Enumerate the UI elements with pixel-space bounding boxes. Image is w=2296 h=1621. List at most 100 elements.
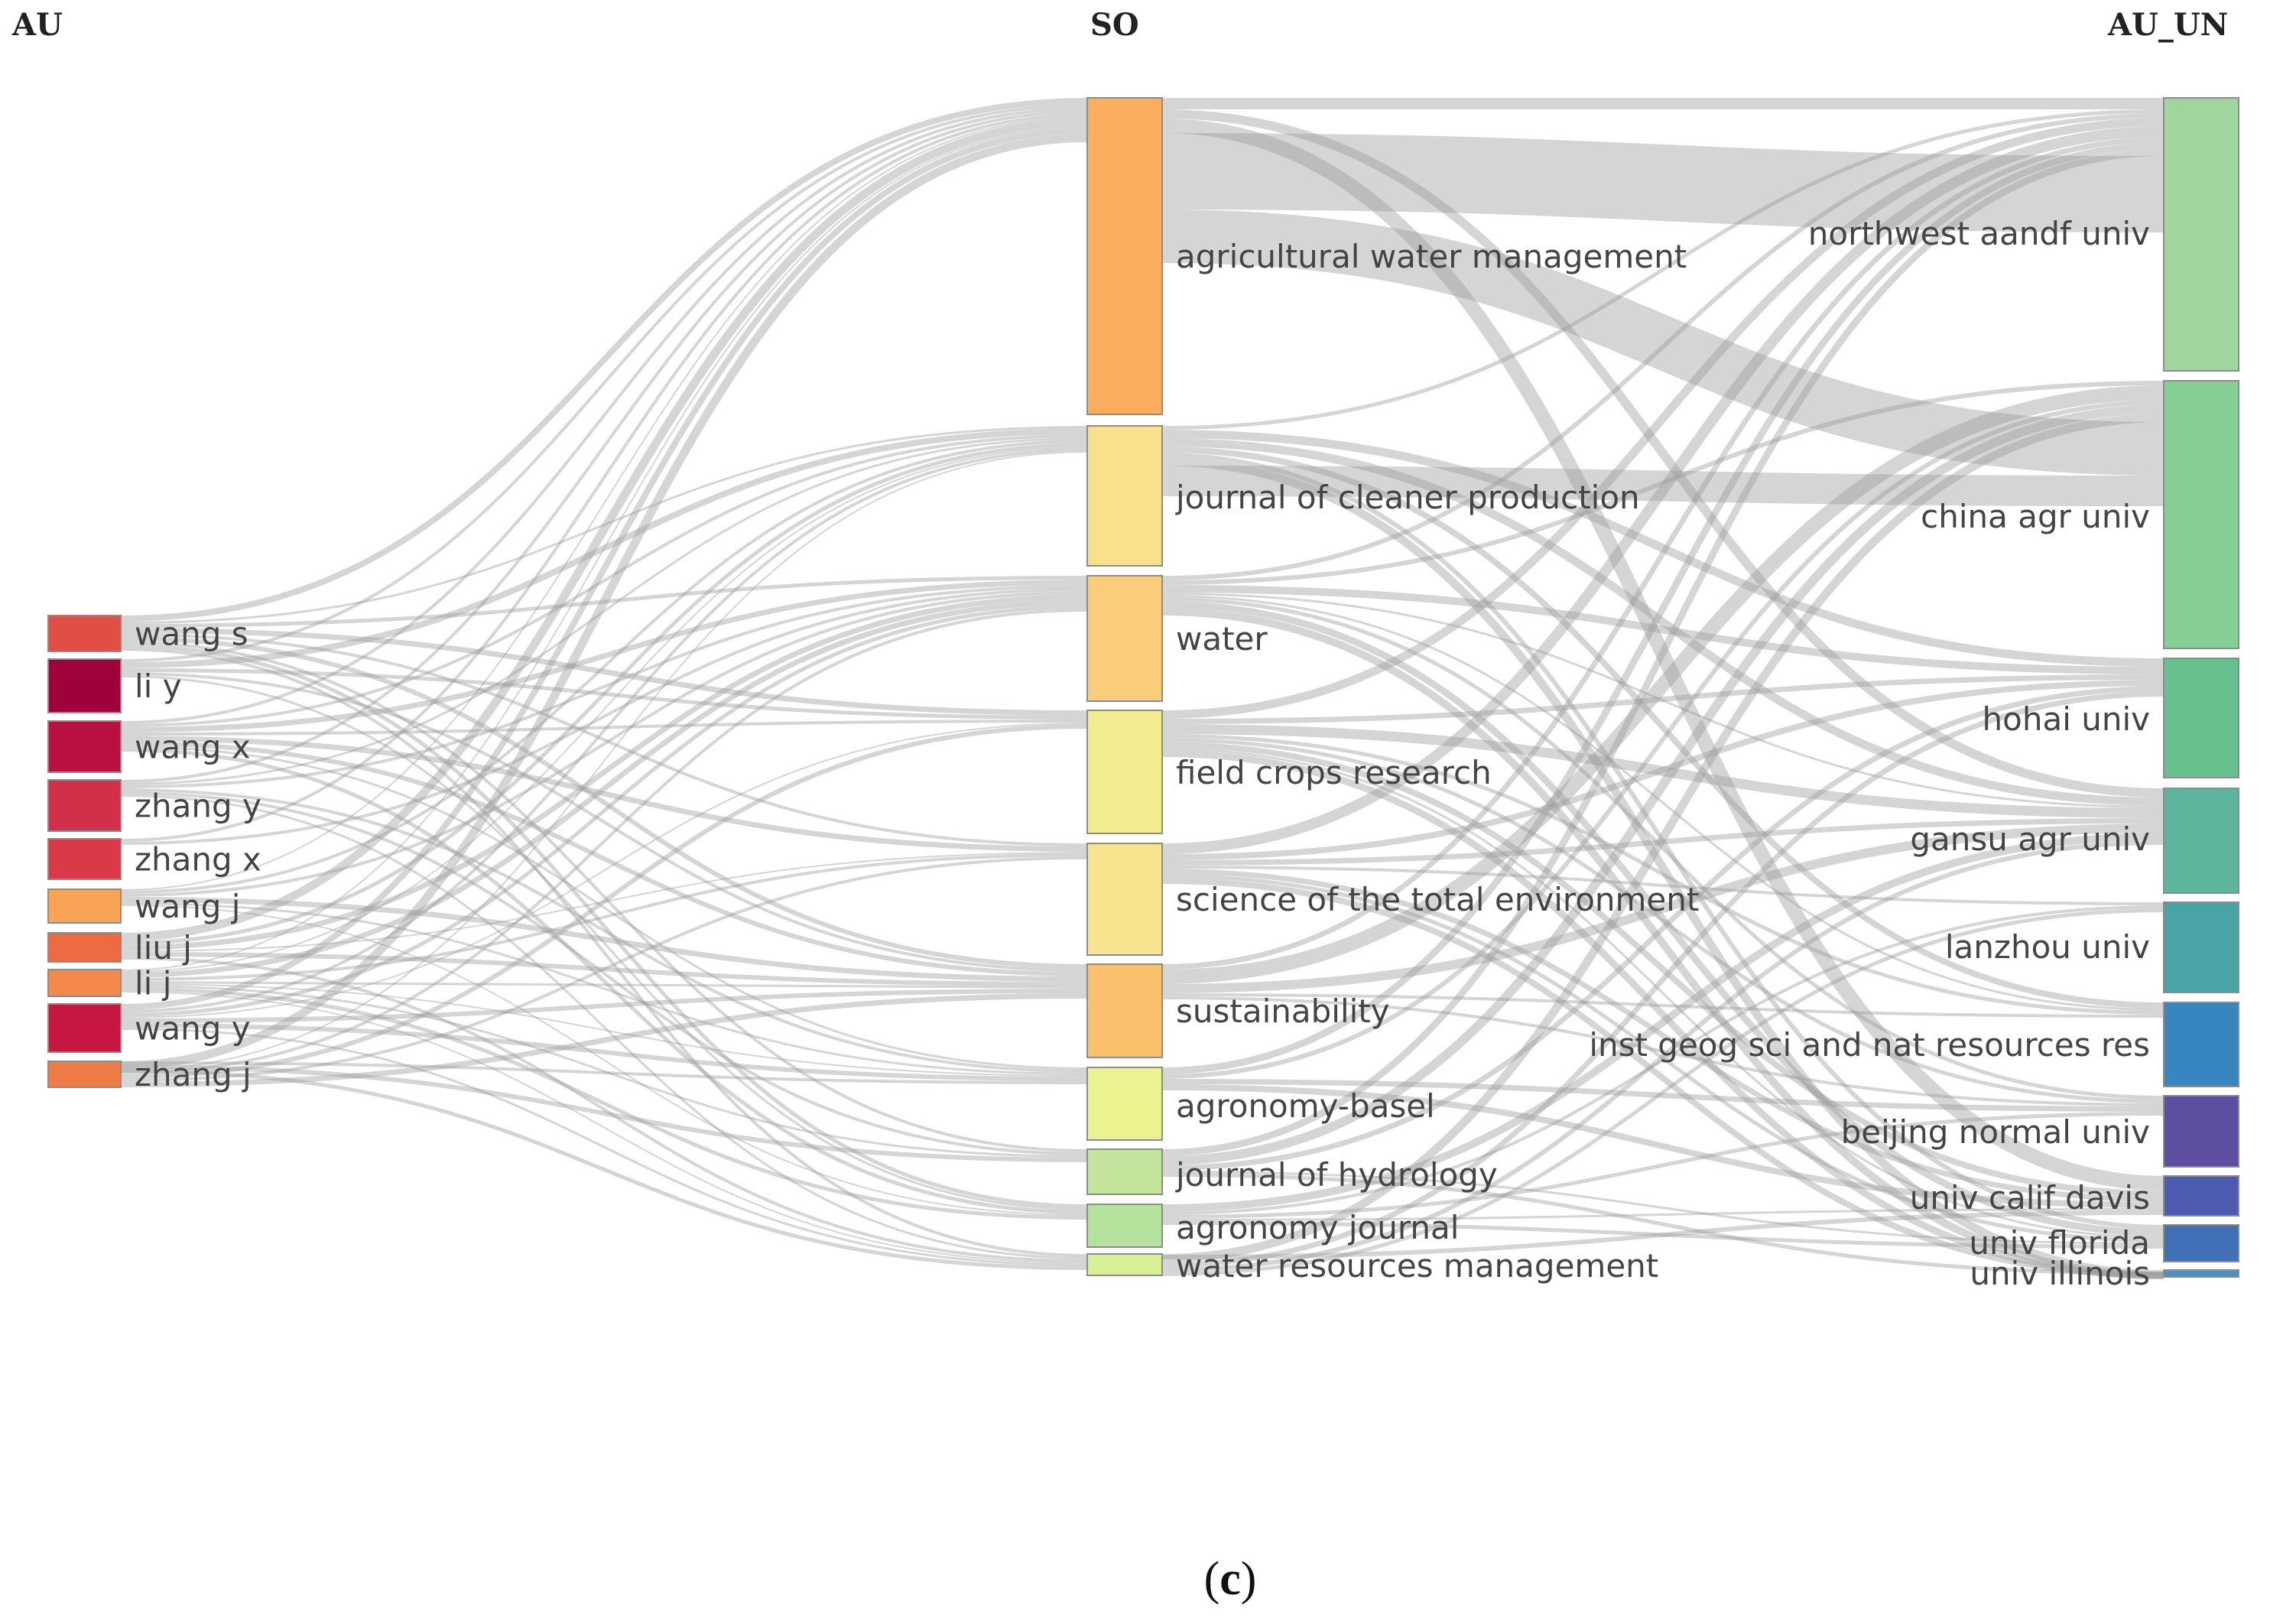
so-node-stoten[interactable] — [1086, 843, 1163, 956]
so-node-jhyd[interactable] — [1086, 1148, 1163, 1195]
link-au-so — [120, 897, 1088, 982]
so-node-fcr[interactable] — [1086, 710, 1163, 834]
link-au-so — [120, 107, 1088, 724]
so-label-stoten: science of the total environment — [1176, 881, 1699, 918]
link-so-au-un — [1161, 1171, 2164, 1245]
link-au-so — [120, 723, 1088, 1018]
link-so-au-un — [1161, 691, 2164, 1268]
link-so-au-un — [1161, 608, 2164, 1279]
so-node-agrj[interactable] — [1086, 1204, 1163, 1248]
au-un-label-hohai: hohai univ — [1983, 700, 2150, 738]
au-node-wang-j[interactable] — [47, 888, 122, 924]
au-label-zhang-x: zhang x — [135, 841, 261, 879]
link-so-au-un — [1161, 878, 2164, 1278]
link-au-so — [120, 440, 1088, 894]
link-so-au-un — [1161, 404, 2164, 1165]
so-label-agrb: agronomy-basel — [1176, 1087, 1435, 1125]
au-un-node-lanzhou[interactable] — [2163, 901, 2239, 993]
au-node-zhang-y[interactable] — [47, 779, 122, 832]
so-label-wrm: water resources management — [1176, 1247, 1658, 1285]
so-node-wrm[interactable] — [1086, 1253, 1163, 1276]
au-un-node-ucd[interactable] — [2163, 1175, 2239, 1217]
link-au-so — [120, 428, 1088, 668]
au-node-li-y[interactable] — [47, 658, 122, 713]
link-au-so — [120, 126, 1088, 971]
link-au-so — [120, 447, 1088, 973]
link-so-au-un — [1161, 748, 2164, 1239]
au-un-node-uiuc[interactable] — [2163, 1269, 2239, 1278]
au-un-label-igsnrr: inst geog sci and nat resources res — [1589, 1026, 2150, 1064]
link-so-au-un — [1161, 593, 2164, 808]
column-header-au-un: AU_UN — [2107, 7, 2228, 43]
au-node-wang-y[interactable] — [47, 1003, 122, 1053]
link-au-so — [120, 644, 1088, 1208]
link-au-so — [120, 628, 1088, 716]
link-au-so — [120, 1064, 1088, 1162]
link-so-au-un — [1161, 457, 2164, 1278]
au-un-label-lanzhou: lanzhou univ — [1945, 928, 2150, 966]
link-so-au-un — [1161, 137, 2164, 970]
link-au-so — [120, 426, 1088, 624]
au-un-label-ucd: univ calif davis — [1910, 1179, 2150, 1217]
link-au-so — [120, 434, 1088, 727]
so-label-fcr: field crops research — [1176, 754, 1492, 791]
so-node-agrb[interactable] — [1086, 1067, 1163, 1141]
au-node-liu-j[interactable] — [47, 932, 122, 963]
au-un-label-gansu: gansu agr univ — [1910, 820, 2150, 858]
link-au-so — [120, 902, 1088, 1075]
au-node-zhang-x[interactable] — [47, 838, 122, 880]
link-au-so — [120, 118, 1088, 941]
au-un-node-uf[interactable] — [2163, 1224, 2239, 1262]
link-au-so — [120, 791, 1088, 1155]
link-so-au-un — [1161, 400, 2164, 1079]
link-so-au-un — [1161, 866, 2164, 905]
so-node-sust[interactable] — [1086, 963, 1163, 1058]
so-node-jcp[interactable] — [1086, 425, 1163, 567]
figure-caption: (c) — [1204, 1553, 1257, 1605]
so-label-awm: agricultural water management — [1176, 238, 1687, 275]
au-un-node-nwafu[interactable] — [2163, 97, 2239, 372]
link-so-au-un — [1161, 908, 2164, 1276]
au-un-node-bnu[interactable] — [2163, 1095, 2239, 1168]
au-label-wang-x: wang x — [135, 729, 251, 766]
link-so-au-un — [1161, 750, 2164, 1279]
so-node-water[interactable] — [1086, 575, 1163, 702]
link-au-so — [120, 668, 1088, 720]
link-au-so — [120, 856, 1088, 1082]
link-au-so — [120, 116, 1088, 891]
link-au-so — [120, 794, 1088, 1259]
link-so-au-un — [1161, 742, 2164, 1197]
column-header-so: SO — [1090, 7, 1139, 43]
link-au-so — [120, 852, 1088, 952]
link-so-au-un — [1161, 438, 2164, 806]
au-node-zhang-j[interactable] — [47, 1061, 122, 1088]
au-un-node-hohai[interactable] — [2163, 658, 2239, 778]
so-node-awm[interactable] — [1086, 97, 1163, 415]
link-so-au-un — [1161, 680, 2164, 860]
au-un-node-igsnrr[interactable] — [2163, 1002, 2239, 1087]
au-un-label-uf: univ florida — [1969, 1224, 2150, 1262]
au-node-li-j[interactable] — [47, 969, 122, 997]
au-node-wang-x[interactable] — [47, 720, 122, 773]
link-so-au-un — [1161, 1210, 2164, 1259]
link-so-au-un — [1161, 119, 2164, 1191]
link-so-au-un — [1161, 1112, 2164, 1219]
au-node-wang-s[interactable] — [47, 615, 122, 652]
au-un-node-cau[interactable] — [2163, 380, 2239, 649]
link-au-so — [120, 905, 1088, 1216]
link-au-so — [120, 672, 1088, 972]
link-au-so — [120, 991, 1088, 1264]
link-so-au-un — [1161, 414, 2164, 1262]
link-so-au-un — [1161, 724, 2164, 818]
link-so-au-un — [1161, 601, 2164, 1236]
link-so-au-un — [1161, 905, 2164, 1215]
so-label-water: water — [1176, 620, 1268, 658]
link-so-au-un — [1161, 585, 2164, 674]
link-so-au-un — [1161, 597, 2164, 1100]
link-so-au-un — [1161, 595, 2164, 1011]
column-header-au: AU — [11, 7, 63, 43]
au-un-node-gansu[interactable] — [2163, 788, 2239, 894]
link-au-so — [120, 1069, 1088, 1270]
link-au-so — [120, 641, 1088, 1152]
